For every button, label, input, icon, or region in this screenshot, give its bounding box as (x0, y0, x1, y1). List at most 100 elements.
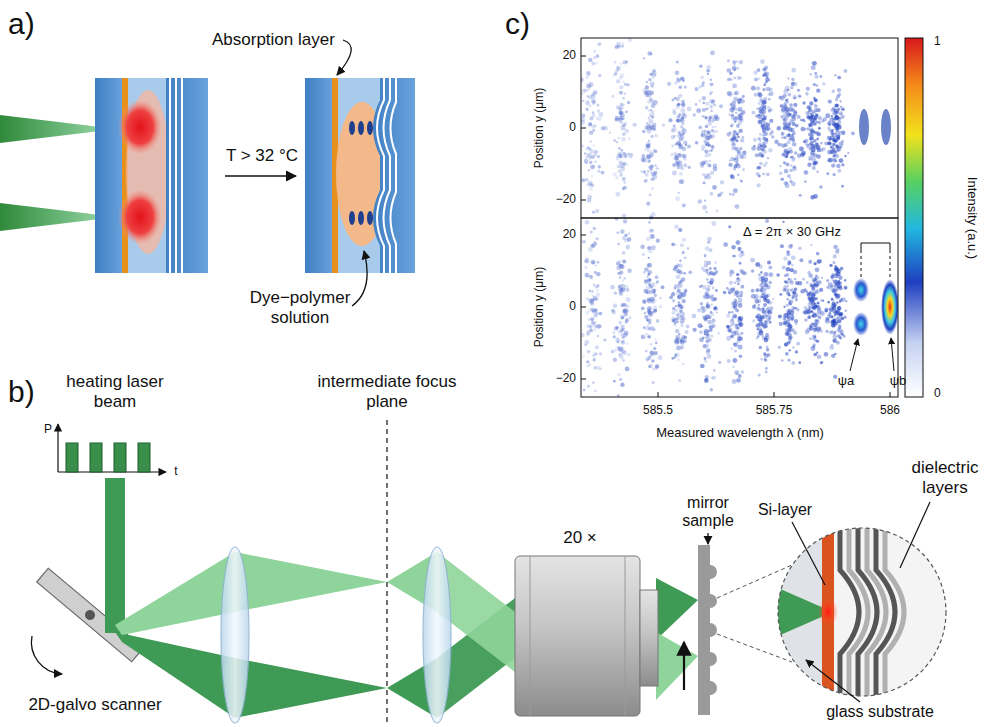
laser-beams (656, 578, 698, 640)
speckle-dot (707, 237, 712, 242)
speckle-dot (714, 114, 718, 118)
speckle-dot (759, 120, 762, 123)
speckle-dot (644, 91, 648, 95)
speckle-dot (597, 104, 600, 107)
speckle-dot (651, 125, 656, 130)
speckle-dot (735, 240, 739, 244)
speckle-dot (683, 85, 686, 88)
speckle-dot (629, 316, 632, 319)
speckle-dot (706, 269, 709, 272)
speckle-dot (778, 346, 781, 349)
speckle-dot (713, 307, 716, 310)
speckle-dot (644, 312, 646, 314)
speckle-dot (841, 185, 844, 188)
speckle-dot (596, 289, 598, 291)
speckle-dot (704, 133, 707, 136)
speckle-dot (592, 165, 595, 168)
speckle-dot (707, 354, 712, 359)
speckle-dot (791, 134, 793, 136)
speckle-dot (789, 177, 791, 179)
speckle-dot (784, 150, 788, 154)
speckle-dot (582, 100, 584, 102)
speckle-dot (616, 79, 620, 83)
speckle-dot (758, 137, 761, 140)
speckle-dot (768, 281, 772, 285)
speckle-dot (646, 202, 650, 206)
speckle-dot (733, 330, 736, 333)
speckle-dot (710, 50, 715, 55)
speckle-dot (674, 353, 677, 356)
speckle-dot (736, 378, 741, 383)
speckle-dot (587, 350, 591, 354)
speckle-dot (820, 75, 823, 78)
speckle-dot (590, 230, 593, 233)
fiber-tips (0, 115, 100, 231)
inset-zoom (818, 597, 838, 627)
speckle-dot (585, 220, 590, 225)
speckle-dot (619, 321, 622, 324)
speckle-dot (780, 177, 784, 181)
speckle-dot (589, 187, 593, 191)
speckle-dot (693, 328, 697, 332)
speckle-dot (814, 160, 818, 164)
speckle-dot (622, 42, 625, 45)
cold-microcavity (175, 78, 177, 273)
laser-beams (105, 478, 125, 633)
speckle-dot (618, 116, 622, 120)
speckle-dot (683, 157, 686, 160)
speckle-dot (837, 117, 839, 119)
hot-microcavity (373, 78, 415, 273)
speckle-dot (668, 118, 672, 122)
speckle-dot (758, 304, 761, 307)
speckle-dot (727, 91, 732, 96)
speckle-dot (694, 103, 697, 106)
speckle-dot (736, 278, 741, 283)
speckle-dot (701, 76, 704, 79)
speckle-dot (648, 78, 651, 81)
speckle-dot (584, 152, 587, 155)
speckle-dot (764, 358, 766, 360)
fiber-tips (0, 115, 100, 143)
speckle-dot (731, 311, 734, 314)
speckle-dot (709, 280, 713, 284)
speckle-dot (733, 158, 736, 161)
speckle-dot (679, 310, 682, 313)
speckle-dot (741, 250, 744, 253)
speckle-dot (818, 127, 821, 130)
speckle-dot (596, 325, 601, 330)
speckle-dot (736, 67, 739, 70)
speckle-dot (703, 140, 706, 143)
speckle-dot (739, 129, 743, 133)
hot-microcavity (377, 78, 384, 273)
speckle-dot (681, 335, 685, 339)
speckle-dot (734, 370, 739, 375)
speckle-dot (681, 277, 685, 281)
speckle-dot (712, 99, 716, 103)
speckle-dot (814, 75, 818, 79)
speckle-dot (622, 97, 625, 100)
galvo-scanner (31, 636, 62, 674)
speckle-dot (616, 165, 620, 169)
speckle-dot (740, 332, 743, 335)
speckle-dot (734, 255, 736, 257)
mirror-sample (684, 533, 717, 715)
speckle-dot (733, 342, 738, 347)
speckle-dot (658, 355, 663, 360)
speckle-dot (757, 332, 761, 336)
speckle-dot (675, 70, 680, 75)
speckle-dot (804, 180, 807, 183)
speckle-dot (792, 167, 797, 172)
speckle-dot (765, 333, 769, 337)
speckle-dot (756, 262, 760, 266)
speckle-dot (767, 353, 771, 357)
speckle-dot (791, 361, 795, 365)
speckle-dot (588, 169, 590, 171)
speckle-dot (621, 317, 624, 320)
speckle-dot (810, 112, 813, 115)
speckle-dot (655, 275, 659, 279)
speckle-dot (585, 273, 590, 278)
speckle-dot (592, 125, 596, 129)
speckle-dot (709, 83, 713, 87)
speckle-dot (678, 281, 681, 284)
speckle-dot (671, 292, 675, 296)
